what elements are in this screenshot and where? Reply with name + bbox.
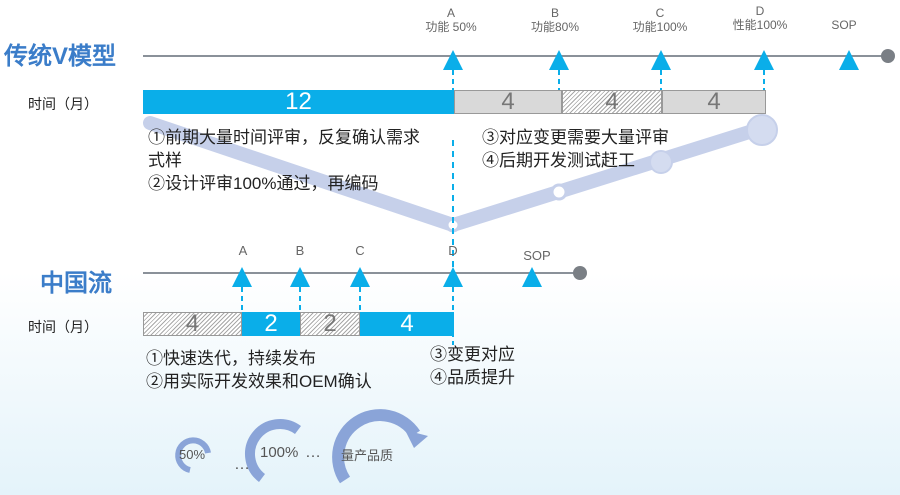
china-milestone-b-marker — [290, 267, 310, 287]
china-milestone-c-marker — [350, 267, 370, 287]
milestone-b-marker — [549, 50, 569, 70]
cycle-mid-ring — [245, 419, 301, 482]
milestone-d-label: D 性能100% — [733, 4, 788, 32]
v-notes-right: ③对应变更需要大量评审 ④后期开发测试赶工 — [482, 126, 669, 172]
v-model-title: 传统V模型 — [4, 43, 117, 70]
cycle-small-label: 50% — [179, 447, 206, 462]
v-path-node — [550, 183, 568, 201]
v-model-axis-label: 时间（月） — [28, 96, 98, 112]
v-bar-4-a: 4 — [454, 88, 562, 115]
china-milestone-sop-label: SOP — [523, 248, 551, 263]
note-line: 式样 — [148, 151, 182, 170]
milestone-letter: C — [655, 6, 665, 20]
milestone-sop-label: SOP — [831, 18, 856, 32]
v-path-node — [746, 114, 778, 146]
timeline-end-dot — [881, 49, 895, 63]
china-flow-title: 中国流 — [40, 270, 112, 297]
cycle-large-label: 量产品质 — [341, 448, 394, 463]
milestone-c-label: C 功能100% — [633, 6, 688, 34]
milestone-caption: 功能 50% — [425, 20, 477, 34]
china-milestone-d-label: D — [448, 243, 458, 258]
china-bar-2-b: 2 — [300, 310, 360, 337]
china-milestone-a-label: A — [238, 243, 248, 258]
v-bar-12: 12 — [143, 88, 454, 115]
cycle-small-ring — [175, 437, 211, 473]
china-flow-axis-label: 时间（月） — [28, 319, 98, 335]
note-line: ②用实际开发效果和OEM确认 — [146, 372, 372, 391]
milestone-caption: 功能80% — [530, 20, 580, 34]
note-line: ④后期开发测试赶工 — [482, 151, 635, 170]
china-milestone-sop-marker — [522, 267, 542, 287]
china-milestone-b-label: B — [295, 243, 305, 258]
milestone-a-label: A 功能 50% — [425, 6, 476, 34]
cycle-ellipsis: … — [234, 456, 250, 473]
milestone-a-marker — [443, 50, 463, 70]
china-milestone-d-marker — [443, 267, 463, 287]
milestone-c-marker — [651, 50, 671, 70]
cycle-ellipsis: … — [305, 444, 321, 461]
milestone-caption: 性能100% — [732, 18, 788, 32]
china-bar-4-b: 4 — [360, 310, 454, 337]
china-bar-4-a: 4 — [143, 310, 242, 337]
china-notes-right: ③变更对应 ④品质提升 — [430, 343, 515, 389]
milestone-d-marker — [754, 50, 774, 70]
cycle-large-ring — [332, 409, 421, 484]
note-line: ①快速迭代，持续发布 — [146, 349, 316, 368]
v-notes-left: ①前期大量时间评审，反复确认需求 式样 ②设计评审100%通过，再编码 — [148, 126, 420, 195]
milestone-caption: SOP — [831, 18, 857, 32]
v-bar-4-b: 4 — [562, 88, 662, 115]
china-bar-2-a: 2 — [242, 310, 300, 337]
timeline-end-dot — [573, 266, 587, 280]
milestone-letter: A — [446, 6, 456, 20]
v-path-node — [649, 150, 673, 174]
cycle-large-arrowhead — [405, 430, 428, 448]
note-line: ③变更对应 — [430, 345, 515, 364]
v-bar-4-c: 4 — [662, 88, 766, 115]
china-milestone-a-marker — [232, 267, 252, 287]
milestone-sop-marker — [839, 50, 859, 70]
cycle-mid-label: 100% — [260, 444, 299, 461]
note-line: ④品质提升 — [430, 368, 515, 387]
milestone-caption: 功能100% — [632, 20, 688, 34]
china-notes-left: ①快速迭代，持续发布 ②用实际开发效果和OEM确认 — [146, 347, 372, 393]
china-milestone-c-label: C — [355, 243, 365, 258]
note-line: ③对应变更需要大量评审 — [482, 128, 669, 147]
note-line: ①前期大量时间评审，反复确认需求 — [148, 128, 420, 147]
milestone-b-label: B 功能80% — [531, 6, 579, 34]
milestone-letter: B — [550, 6, 559, 20]
milestone-letter: D — [755, 4, 765, 18]
note-line: ②设计评审100%通过，再编码 — [148, 174, 379, 193]
